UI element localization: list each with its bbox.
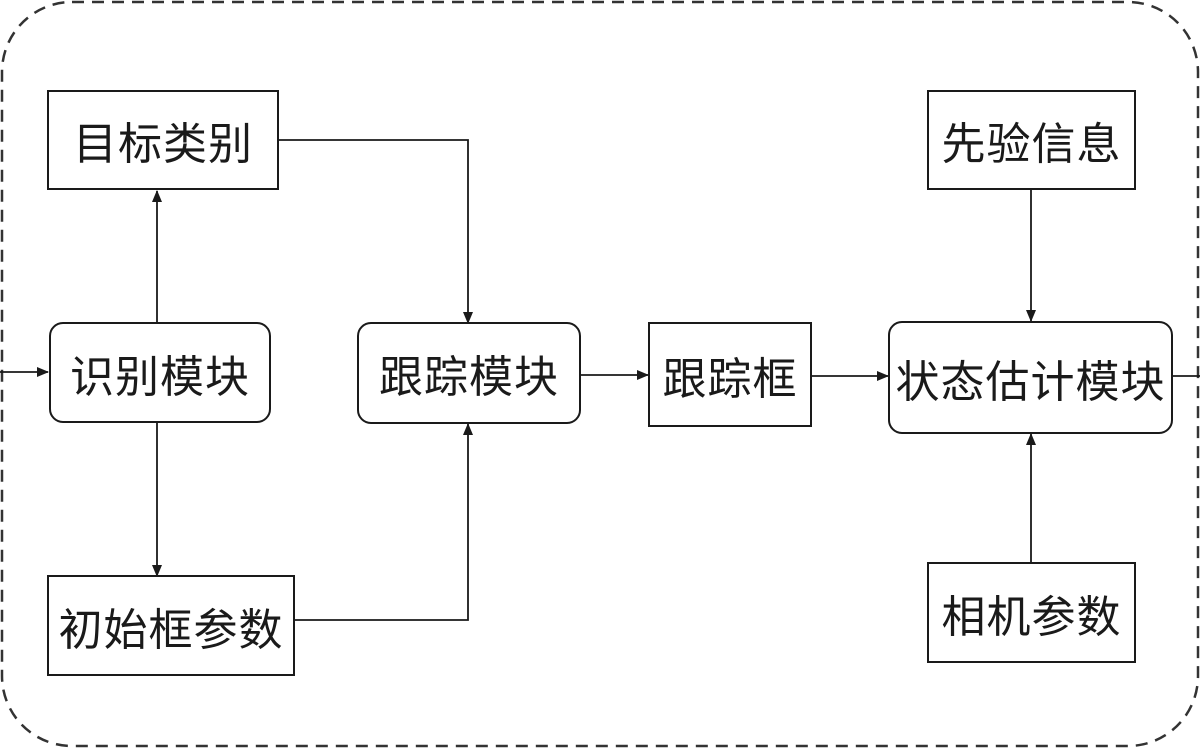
target-class-label: 目标类别 (73, 119, 253, 170)
tracking-box-box: 跟踪框 (648, 322, 812, 427)
camera-params-box: 相机参数 (927, 562, 1136, 663)
target-class-box: 目标类别 (47, 90, 279, 190)
tracking-module-label: 跟踪模块 (379, 352, 559, 403)
state-estimation-module-label: 状态估计模块 (895, 356, 1166, 408)
initial-box-params-box: 初始框参数 (47, 575, 295, 676)
camera-params-label: 相机参数 (941, 591, 1122, 643)
recognition-module-label: 识别模块 (70, 351, 250, 403)
recognition-module-box: 识别模块 (49, 322, 271, 423)
prior-info-label: 先验信息 (941, 119, 1122, 170)
initial-box-params-label: 初始框参数 (58, 604, 284, 656)
prior-info-box: 先验信息 (927, 90, 1136, 190)
tracking-module-box: 跟踪模块 (357, 322, 581, 424)
arrow-class-to-tracking (278, 139, 473, 324)
tracking-box-label: 跟踪框 (662, 353, 798, 405)
arrow-initbox-to-tracking (294, 423, 473, 621)
state-estimation-module-box: 状态估计模块 (888, 321, 1173, 434)
